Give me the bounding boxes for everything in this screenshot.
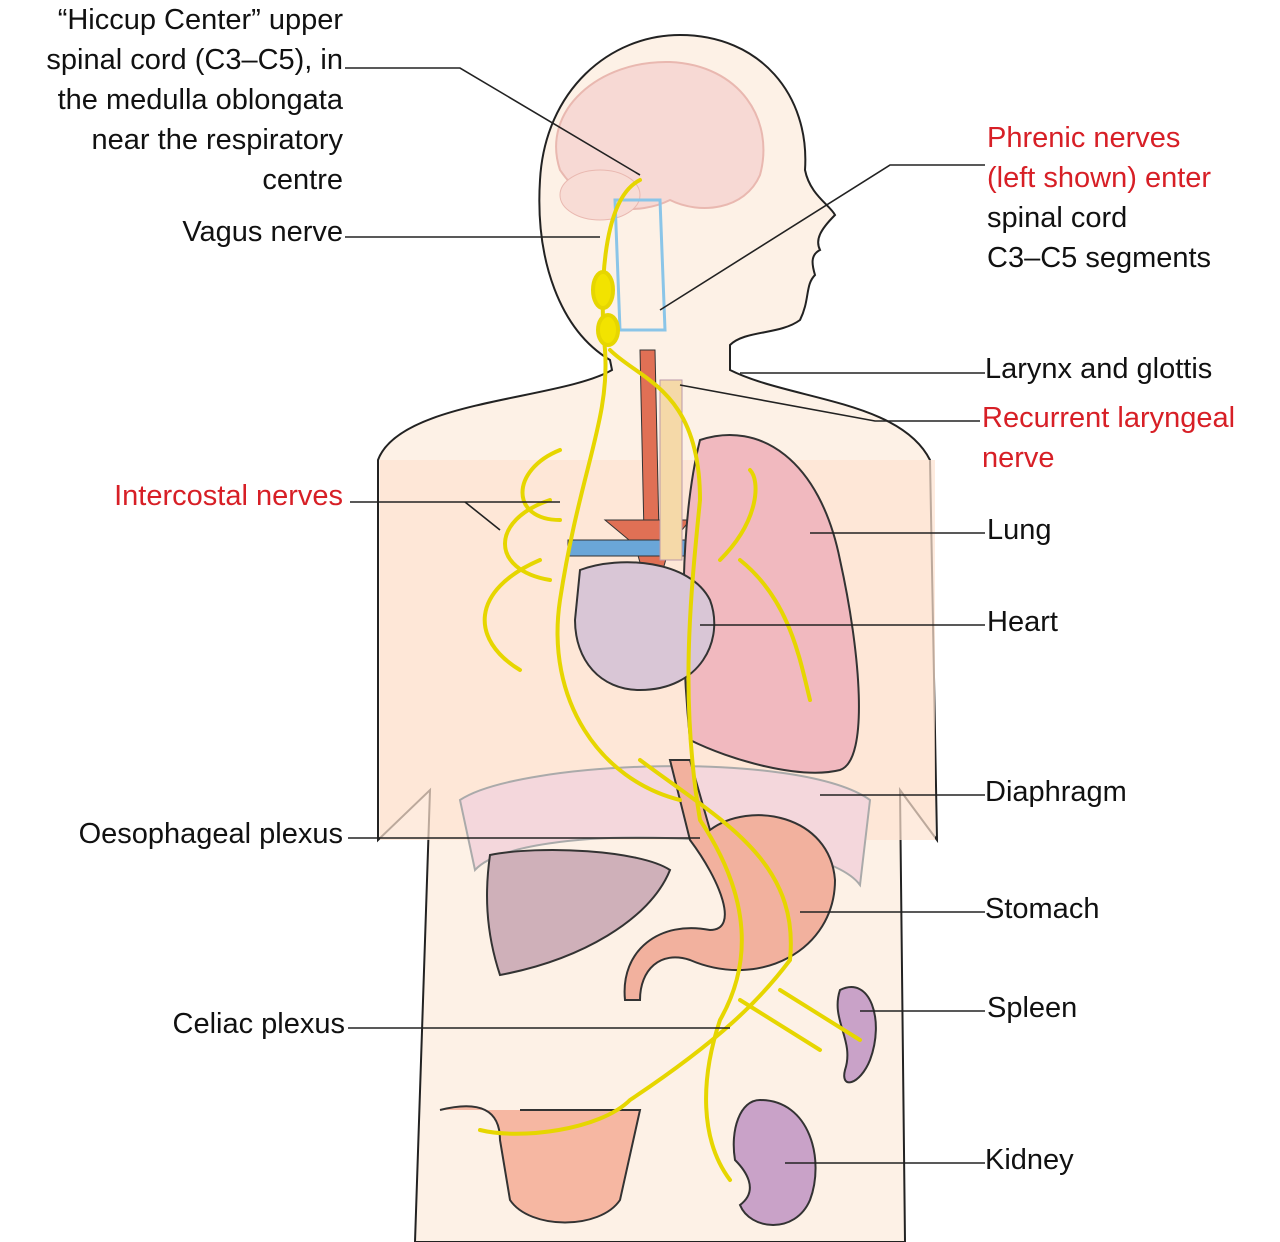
intercostal-nerves-label: Intercostal nerves (114, 480, 343, 512)
label-line: spinal cord (C3–C5), in (46, 44, 343, 76)
leader-lines (345, 67, 985, 1164)
recurrent-laryngeal-label: Recurrent laryngeal nerve (982, 398, 1235, 478)
diaphragm (458, 765, 872, 888)
label-line: the medulla oblongata (57, 84, 343, 116)
larynx-label: Larynx and glottis (985, 353, 1213, 385)
hiccup-center-label: “Hiccup Center” upper spinal cord (C3–C5… (46, 0, 343, 200)
lung-label: Lung (987, 514, 1052, 546)
label-line: nerve (982, 442, 1055, 474)
kidney-label: Kidney (985, 1144, 1074, 1176)
label-line: (left shown) enter (987, 162, 1212, 194)
phrenic-nerves-label: Phrenic nerves (left shown) enter spinal… (987, 118, 1211, 278)
diaphragm-label: Diaphragm (985, 776, 1127, 808)
label-line: near the respiratory (91, 124, 343, 156)
spleen-label: Spleen (987, 992, 1078, 1024)
celiac-plexus-label: Celiac plexus (172, 1008, 345, 1040)
label-line: “Hiccup Center” upper (57, 4, 343, 36)
thoracic-spine (659, 379, 683, 561)
cervical-spine (613, 198, 667, 332)
liver (486, 849, 672, 977)
label-line: Phrenic nerves (987, 122, 1181, 154)
heart-label: Heart (987, 606, 1058, 638)
nerves (478, 178, 862, 1182)
heart (573, 561, 716, 692)
cerebellum (559, 169, 641, 221)
intestines (439, 1105, 642, 1224)
oesophageal-plexus-label: Oesophageal plexus (78, 818, 343, 850)
label-line: spinal cord (987, 202, 1128, 234)
label-line: centre (262, 164, 343, 196)
label-line: C3–C5 segments (987, 242, 1212, 274)
kidney (732, 1098, 817, 1226)
stomach-label: Stomach (985, 893, 1100, 925)
vagus-nerve-label: Vagus nerve (182, 216, 343, 248)
label-line: Recurrent laryngeal (982, 402, 1236, 434)
